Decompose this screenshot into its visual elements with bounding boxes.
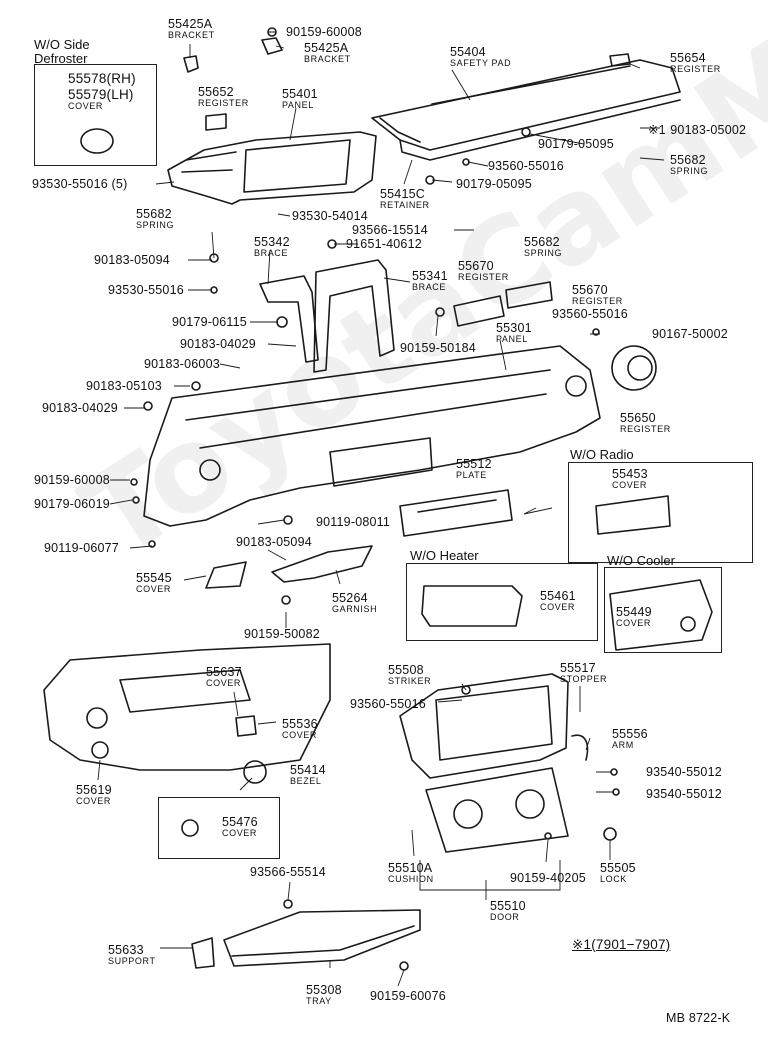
part-label: ※1 90183-05002: [648, 123, 747, 137]
part-label: 90159-60008: [286, 25, 362, 39]
variant-box-cooler: [604, 567, 722, 653]
part-label: 91651-40612: [346, 237, 422, 251]
part-label: 90179-06019: [34, 497, 110, 511]
part-label: 90179-05095: [456, 177, 532, 191]
variant-box-heater: [406, 563, 598, 641]
part-label: 93560-55016: [350, 697, 426, 711]
part-label: 93540-55012: [646, 787, 722, 801]
part-label: 90179-05095: [538, 137, 614, 151]
part-label: 93530-55016 (5): [32, 177, 128, 191]
variant-box-side-defroster: [34, 64, 157, 166]
brace-55342-shape: [259, 275, 319, 363]
part-label: 90159-50184: [400, 341, 476, 355]
date-range-footnote: ※1(7901−7907): [572, 937, 671, 952]
part-label: 93560-55016: [488, 159, 564, 173]
part-label: 93566-15514: [352, 223, 428, 237]
variant-box-55476: [158, 797, 280, 859]
glovebox-shape: [399, 673, 569, 779]
variant-title-heater: W/O Heater: [410, 548, 479, 563]
dash-overview-shape: [43, 643, 331, 771]
part-label: 90183-05094: [94, 253, 170, 267]
instrument-panel-shape: [143, 345, 601, 527]
tray-shape: [223, 909, 421, 967]
part-label: 93540-55012: [646, 765, 722, 779]
drawing-code: MB 8722-K: [666, 1011, 731, 1025]
meter-hood-shape: [167, 131, 377, 205]
part-label: 90179-06115: [172, 315, 247, 329]
part-label: 90167-50002: [652, 327, 728, 341]
part-label: 90159-60008: [34, 473, 110, 487]
brace-55341-shape: [313, 259, 395, 373]
part-label: 90183-04029: [180, 337, 256, 351]
part-label: 93530-54014: [292, 209, 368, 223]
part-label: 90159-40205: [510, 871, 586, 885]
part-label: 90183-04029: [42, 401, 118, 415]
part-label: 55578(RH): [68, 71, 136, 86]
part-label: 90183-05103: [86, 379, 162, 393]
part-label: 90159-60076: [370, 989, 446, 1003]
variant-title-radio: W/O Radio: [570, 447, 634, 462]
variant-title-side-defroster: W/O Side Defroster: [34, 37, 90, 66]
part-label: 93530-55016: [108, 283, 184, 297]
part-label: 90183-06003: [144, 357, 220, 371]
part-label: 93566-55514: [250, 865, 326, 879]
part-label: 55579(LH)COVER: [68, 87, 134, 111]
part-label: 90119-06077: [44, 541, 119, 555]
part-label: 90159-50082: [244, 627, 320, 641]
part-label: 90119-08011: [316, 515, 391, 529]
part-label: 93560-55016: [552, 307, 628, 321]
variant-box-radio: [568, 462, 753, 563]
part-label: 90183-05094: [236, 535, 312, 549]
variant-title-cooler: W/O Cooler: [607, 553, 675, 568]
